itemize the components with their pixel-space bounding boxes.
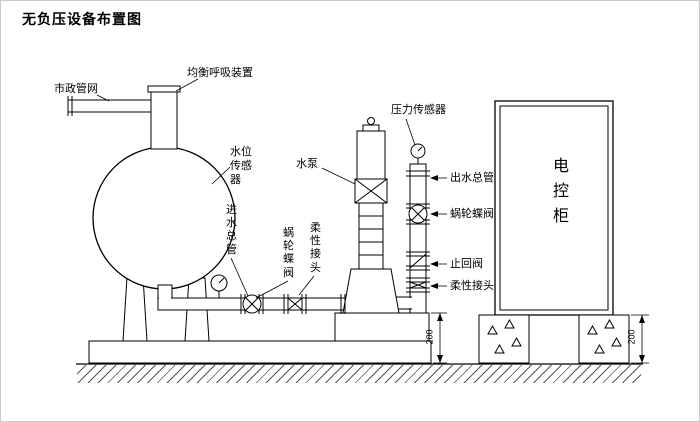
pump-bell xyxy=(342,268,400,314)
outlet-pipe xyxy=(395,163,427,314)
outlet-main-label: 出水总管 xyxy=(450,172,494,184)
pump-foundation xyxy=(334,312,430,342)
ground-hatch xyxy=(77,365,641,383)
water-level-sensor-label: 水位传感器 xyxy=(230,146,252,186)
inlet-butterfly-valve-label: 蜗轮蝶阀 xyxy=(283,227,294,279)
municipal-network-label: 市政管网 xyxy=(54,83,98,95)
water-pump-label: 水泵 xyxy=(296,158,318,170)
control-cabinet xyxy=(494,100,614,316)
inlet-main-label: 进水总管 xyxy=(226,204,237,256)
pump xyxy=(340,117,400,314)
breathing-device xyxy=(147,85,181,150)
tank-assembly xyxy=(92,146,236,342)
check-valve xyxy=(406,251,430,271)
dimension-right xyxy=(631,314,649,364)
leader-lines xyxy=(96,78,447,299)
suction-butterfly-valve xyxy=(240,294,264,314)
municipal-inlet-pipe xyxy=(67,96,152,116)
suction-pressure-gauge xyxy=(210,274,228,298)
foundation-block-right xyxy=(578,314,630,364)
pump-motor xyxy=(356,130,386,180)
foundation-block-left xyxy=(478,314,530,364)
pump-barrel xyxy=(358,202,384,270)
control-cabinet-label: 电控柜 xyxy=(550,157,567,232)
dimension-right-text: 200 xyxy=(626,329,637,345)
outlet-pressure-gauge xyxy=(410,143,426,164)
outlet-butterfly-valve xyxy=(406,203,430,225)
equipment-base xyxy=(88,340,432,364)
suction-flexible-joint xyxy=(283,294,307,314)
inlet-flexible-joint-label: 柔性接头 xyxy=(310,222,321,274)
outlet-butterfly-valve-label: 蜗轮蝶阀 xyxy=(450,208,494,220)
outlet-flexible-joint xyxy=(406,277,430,293)
pressure-sensor-label: 压力传感器 xyxy=(391,104,446,116)
tank xyxy=(92,146,236,290)
dimension-left-text: 200 xyxy=(424,329,435,345)
page-title: 无负压设备布置图 xyxy=(22,11,142,27)
outlet-flexible-joint-label: 柔性接头 xyxy=(450,280,494,292)
breathing-device-label: 均衡呼吸装置 xyxy=(187,67,253,79)
outlet-flange xyxy=(406,170,430,177)
dimension-left xyxy=(431,312,447,364)
check-valve-label: 止回阀 xyxy=(450,258,483,270)
lifting-eye xyxy=(367,117,375,125)
